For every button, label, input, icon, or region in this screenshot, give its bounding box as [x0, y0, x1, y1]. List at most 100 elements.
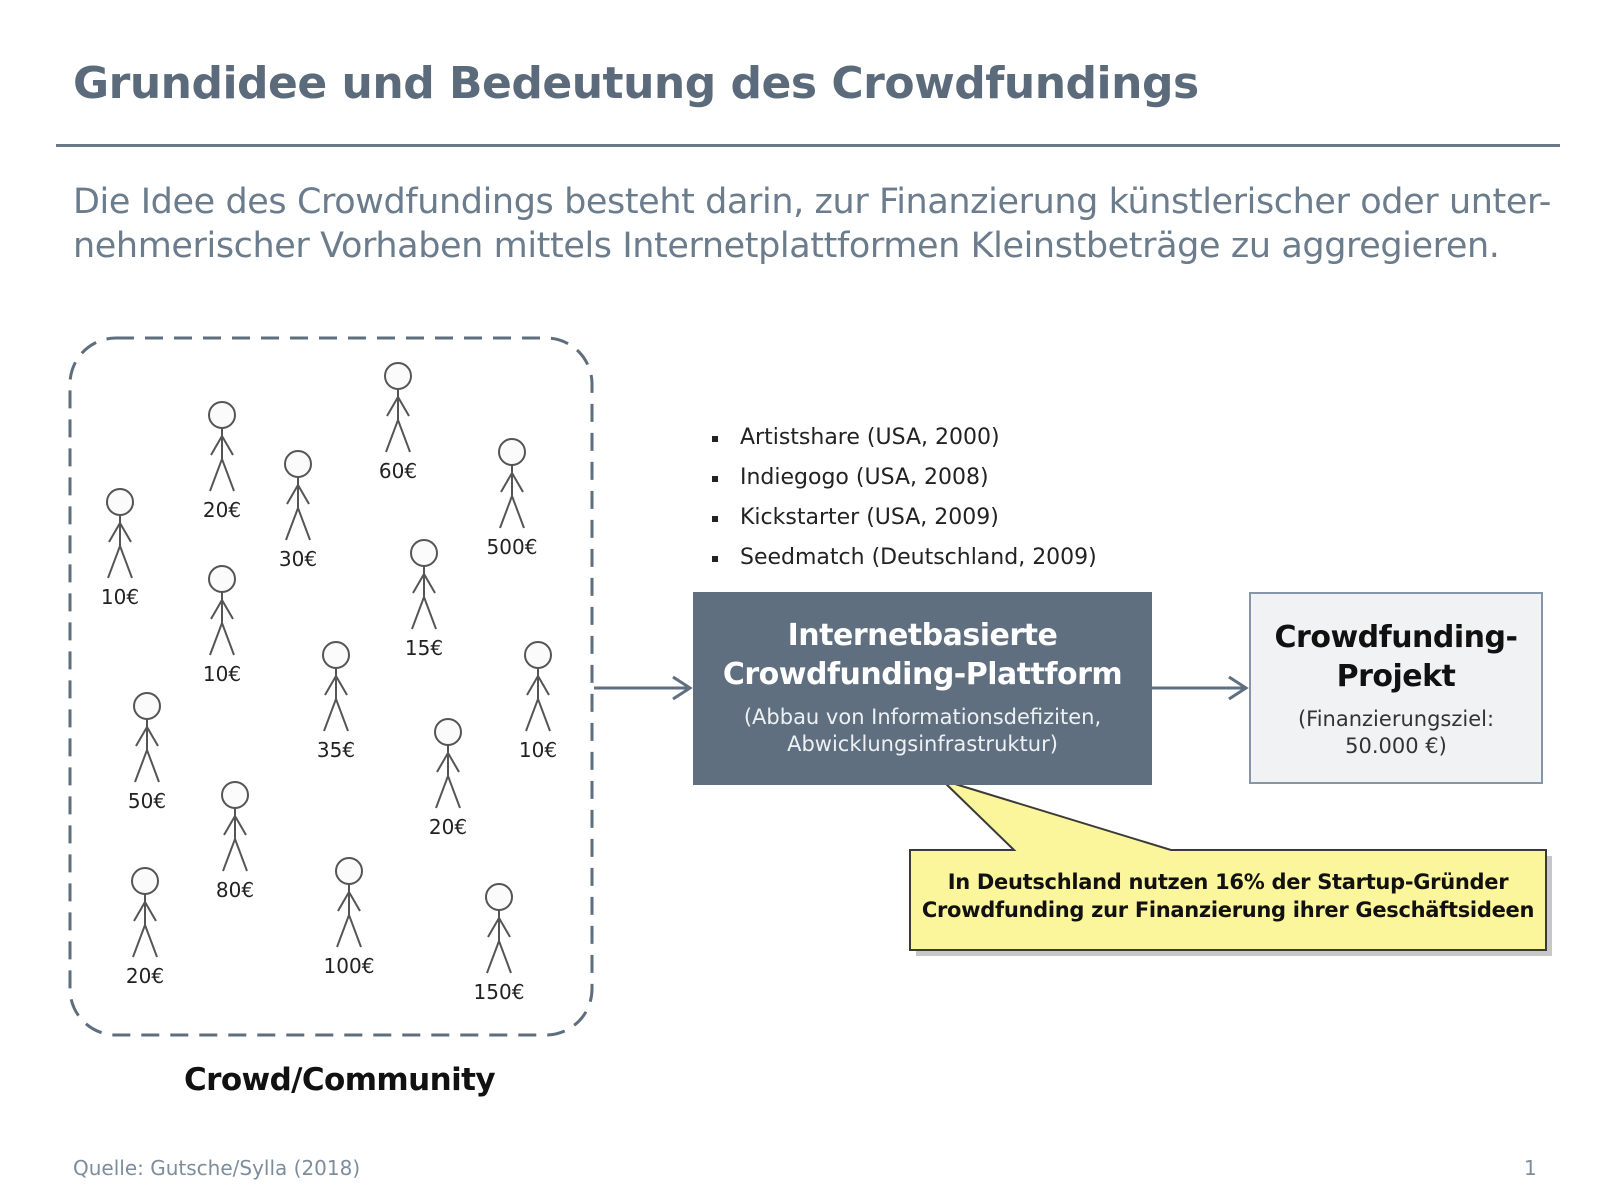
project-box: Crowdfunding- Projekt (Finanzierungsziel… — [1249, 592, 1543, 784]
person-leg-right — [144, 924, 158, 958]
callout-line-1: In Deutschland nutzen 16% der Startup-Gr… — [947, 870, 1509, 894]
crowd-person: 10€ — [203, 565, 241, 686]
platform-box: Internetbasierte Crowdfunding-Plattform … — [693, 592, 1152, 785]
person-leg-right — [221, 458, 235, 492]
person-arm-right — [234, 815, 247, 836]
person-arm-right — [146, 726, 159, 747]
person-arm-left — [337, 891, 350, 912]
person-leg-right — [498, 940, 512, 974]
person-leg-right — [348, 914, 362, 948]
person-head — [131, 867, 159, 895]
person-leg-right — [221, 622, 235, 656]
person-head — [485, 883, 513, 911]
person-leg-left — [336, 914, 350, 948]
person-arm-right — [498, 917, 511, 938]
person-arm-right — [348, 891, 361, 912]
arrowhead-crowd-to-platform — [672, 675, 693, 701]
contribution-amount: 20€ — [203, 498, 241, 522]
person-arm-right — [335, 675, 348, 696]
person-head — [208, 401, 236, 429]
lead-line-1: Die Idee des Crowdfundings besteht darin… — [73, 182, 1551, 222]
person-leg-left — [209, 622, 223, 656]
lead-line-2: nehmerischer Vorhaben mittels Internetpl… — [73, 226, 1500, 266]
person-head — [434, 718, 462, 746]
contribution-amount: 500€ — [487, 535, 538, 559]
person-leg-left — [285, 507, 299, 541]
contribution-amount: 150€ — [474, 980, 525, 1004]
contribution-amount: 35€ — [317, 738, 355, 762]
person-arm-right — [221, 435, 234, 456]
person-head — [106, 488, 134, 516]
person-leg-left — [107, 545, 121, 579]
person-head — [384, 362, 412, 390]
person-head — [133, 692, 161, 720]
crowd-people: 10€20€30€60€500€10€15€35€10€50€80€20€20€… — [101, 362, 557, 1004]
platform-example-item: Kickstarter (USA, 2009) — [708, 498, 1097, 538]
person-leg-left — [132, 924, 146, 958]
page-number: 1 — [1524, 1156, 1537, 1180]
contribution-amount: 80€ — [216, 878, 254, 902]
person-arm-right — [537, 675, 550, 696]
crowd-person: 30€ — [279, 450, 317, 571]
person-head — [524, 641, 552, 669]
project-subtitle-line-1: (Finanzierungsziel: — [1297, 707, 1495, 731]
person-head — [221, 781, 249, 809]
person-arm-left — [135, 726, 148, 747]
platform-subtitle-line-2: Abwicklungsinfrastruktur) — [787, 732, 1058, 756]
person-leg-left — [486, 940, 500, 974]
person-leg-left — [525, 698, 539, 732]
crowd-person: 60€ — [379, 362, 417, 483]
contribution-amount: 20€ — [126, 964, 164, 988]
person-head — [410, 539, 438, 567]
person-head — [498, 438, 526, 466]
person-leg-left — [435, 775, 449, 809]
person-arm-left — [210, 435, 223, 456]
platform-example-item: Artistshare (USA, 2000) — [708, 418, 1097, 458]
person-leg-left — [385, 419, 399, 453]
person-arm-right — [221, 599, 234, 620]
person-arm-right — [447, 752, 460, 773]
platform-example-item: Seedmatch (Deutschland, 2009) — [708, 538, 1097, 578]
platform-title-line-2: Crowdfunding-Plattform — [722, 657, 1123, 692]
crowd-boundary — [68, 336, 594, 1037]
person-arm-right — [423, 573, 436, 594]
person-arm-left — [133, 901, 146, 922]
person-arm-left — [487, 917, 500, 938]
crowd-person: 10€ — [519, 641, 557, 762]
person-leg-right — [146, 749, 160, 783]
crowd-person: 20€ — [126, 867, 164, 988]
crowd-person: 50€ — [128, 692, 166, 813]
person-arm-left — [500, 472, 513, 493]
person-head — [335, 857, 363, 885]
person-arm-left — [286, 484, 299, 505]
person-leg-right — [397, 419, 411, 453]
person-leg-left — [499, 495, 513, 529]
person-arm-left — [324, 675, 337, 696]
person-arm-left — [210, 599, 223, 620]
contribution-amount: 10€ — [519, 738, 557, 762]
person-leg-left — [323, 698, 337, 732]
platform-subtitle: (Abbau von Informationsdefiziten, Abwick… — [693, 704, 1152, 758]
platform-subtitle-line-1: (Abbau von Informationsdefiziten, — [743, 705, 1102, 729]
person-head — [284, 450, 312, 478]
contribution-amount: 10€ — [203, 662, 241, 686]
person-arm-left — [386, 396, 399, 417]
person-head — [322, 641, 350, 669]
person-arm-left — [412, 573, 425, 594]
person-leg-left — [134, 749, 148, 783]
contribution-amount: 10€ — [101, 585, 139, 609]
person-leg-left — [209, 458, 223, 492]
person-arm-left — [108, 522, 121, 543]
crowd-person: 15€ — [405, 539, 443, 660]
person-leg-right — [234, 838, 248, 872]
contribution-amount: 60€ — [379, 459, 417, 483]
platform-example-item: Indiegogo (USA, 2008) — [708, 458, 1097, 498]
crowd-person: 100€ — [324, 857, 374, 978]
project-title-line-1: Crowdfunding- — [1274, 620, 1518, 655]
crowd-person: 10€ — [101, 488, 139, 609]
crowd-person: 500€ — [487, 438, 538, 559]
arrowhead-platform-to-project — [1228, 675, 1249, 701]
person-leg-right — [511, 495, 525, 529]
person-arm-right — [397, 396, 410, 417]
